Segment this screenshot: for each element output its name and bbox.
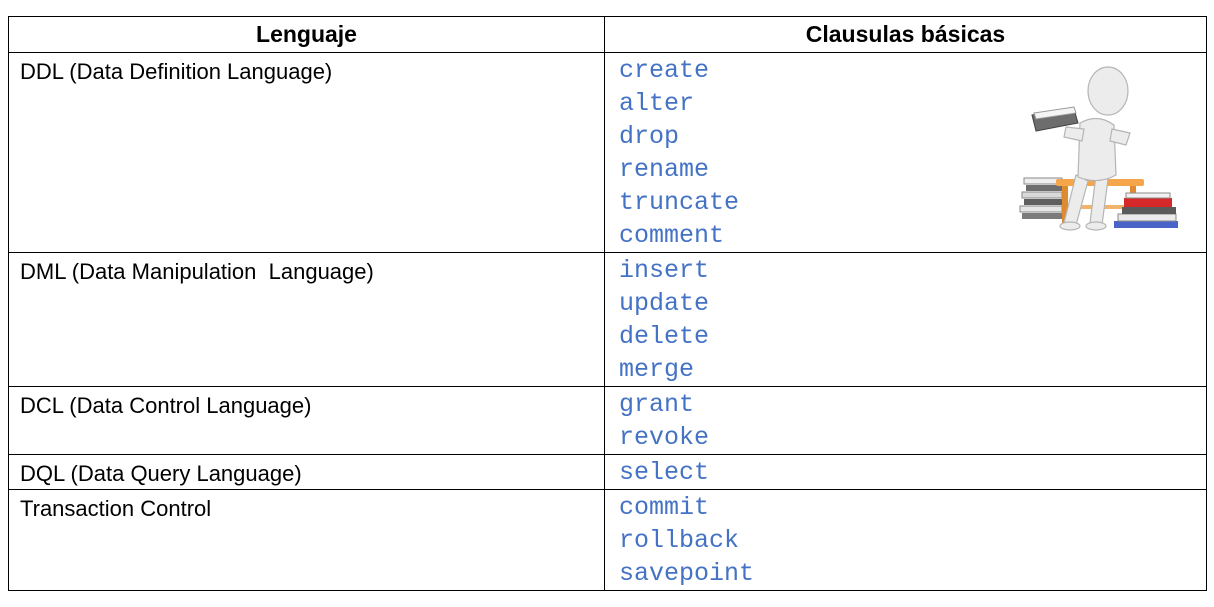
person-reading-on-books-icon <box>1019 66 1178 231</box>
table-row-dql: DQL (Data Query Language) select <box>8 454 1207 490</box>
open-book <box>1031 106 1079 132</box>
clause-keyword: truncate <box>619 188 740 217</box>
clause-keyword: comment <box>619 221 725 250</box>
table-row-transaction-control: Transaction Control commit rollback save… <box>8 489 1207 591</box>
clause-keyword: delete <box>619 322 710 351</box>
clauses-cell: create alter drop rename truncate commen… <box>604 52 1207 253</box>
table-row-dcl: DCL (Data Control Language) grant revoke <box>8 386 1207 455</box>
right-book-stack <box>1114 192 1178 228</box>
table-row-dml: DML (Data Manipulation Language) insert … <box>8 252 1207 387</box>
clause-keyword: update <box>619 289 710 318</box>
clause-keyword: alter <box>619 89 695 118</box>
table-header-row: Lenguaje Clausulas básicas <box>8 16 1207 53</box>
table-row-ddl: DDL (Data Definition Language) create al… <box>8 52 1207 253</box>
sql-language-table: Lenguaje Clausulas básicas DDL (Data Def… <box>8 16 1207 591</box>
clause-keyword: drop <box>619 122 680 151</box>
clauses-cell: commit rollback savepoint <box>604 489 1207 591</box>
clause-keyword: rename <box>619 155 710 184</box>
language-cell: Transaction Control <box>8 489 605 591</box>
language-cell: DML (Data Manipulation Language) <box>8 252 605 387</box>
clauses-cell: insert update delete merge <box>604 252 1207 387</box>
clauses-cell: grant revoke <box>604 386 1207 455</box>
clause-keyword: merge <box>619 355 695 384</box>
reading-figure <box>1059 66 1131 231</box>
language-cell: DQL (Data Query Language) <box>8 454 605 490</box>
clauses-cell: select <box>604 454 1207 490</box>
clause-keyword: insert <box>619 256 710 285</box>
header-clauses: Clausulas básicas <box>604 16 1207 53</box>
clause-keyword: select <box>619 458 710 487</box>
clause-keyword: commit <box>619 493 710 522</box>
clause-keyword: create <box>619 56 710 85</box>
language-cell: DCL (Data Control Language) <box>8 386 605 455</box>
left-book-stack <box>1019 177 1063 219</box>
clause-keyword: savepoint <box>619 559 755 588</box>
clause-keyword: grant <box>619 390 695 419</box>
clause-keyword: rollback <box>619 526 740 555</box>
clause-keyword: revoke <box>619 423 710 452</box>
language-cell: DDL (Data Definition Language) <box>8 52 605 253</box>
header-language: Lenguaje <box>8 16 605 53</box>
